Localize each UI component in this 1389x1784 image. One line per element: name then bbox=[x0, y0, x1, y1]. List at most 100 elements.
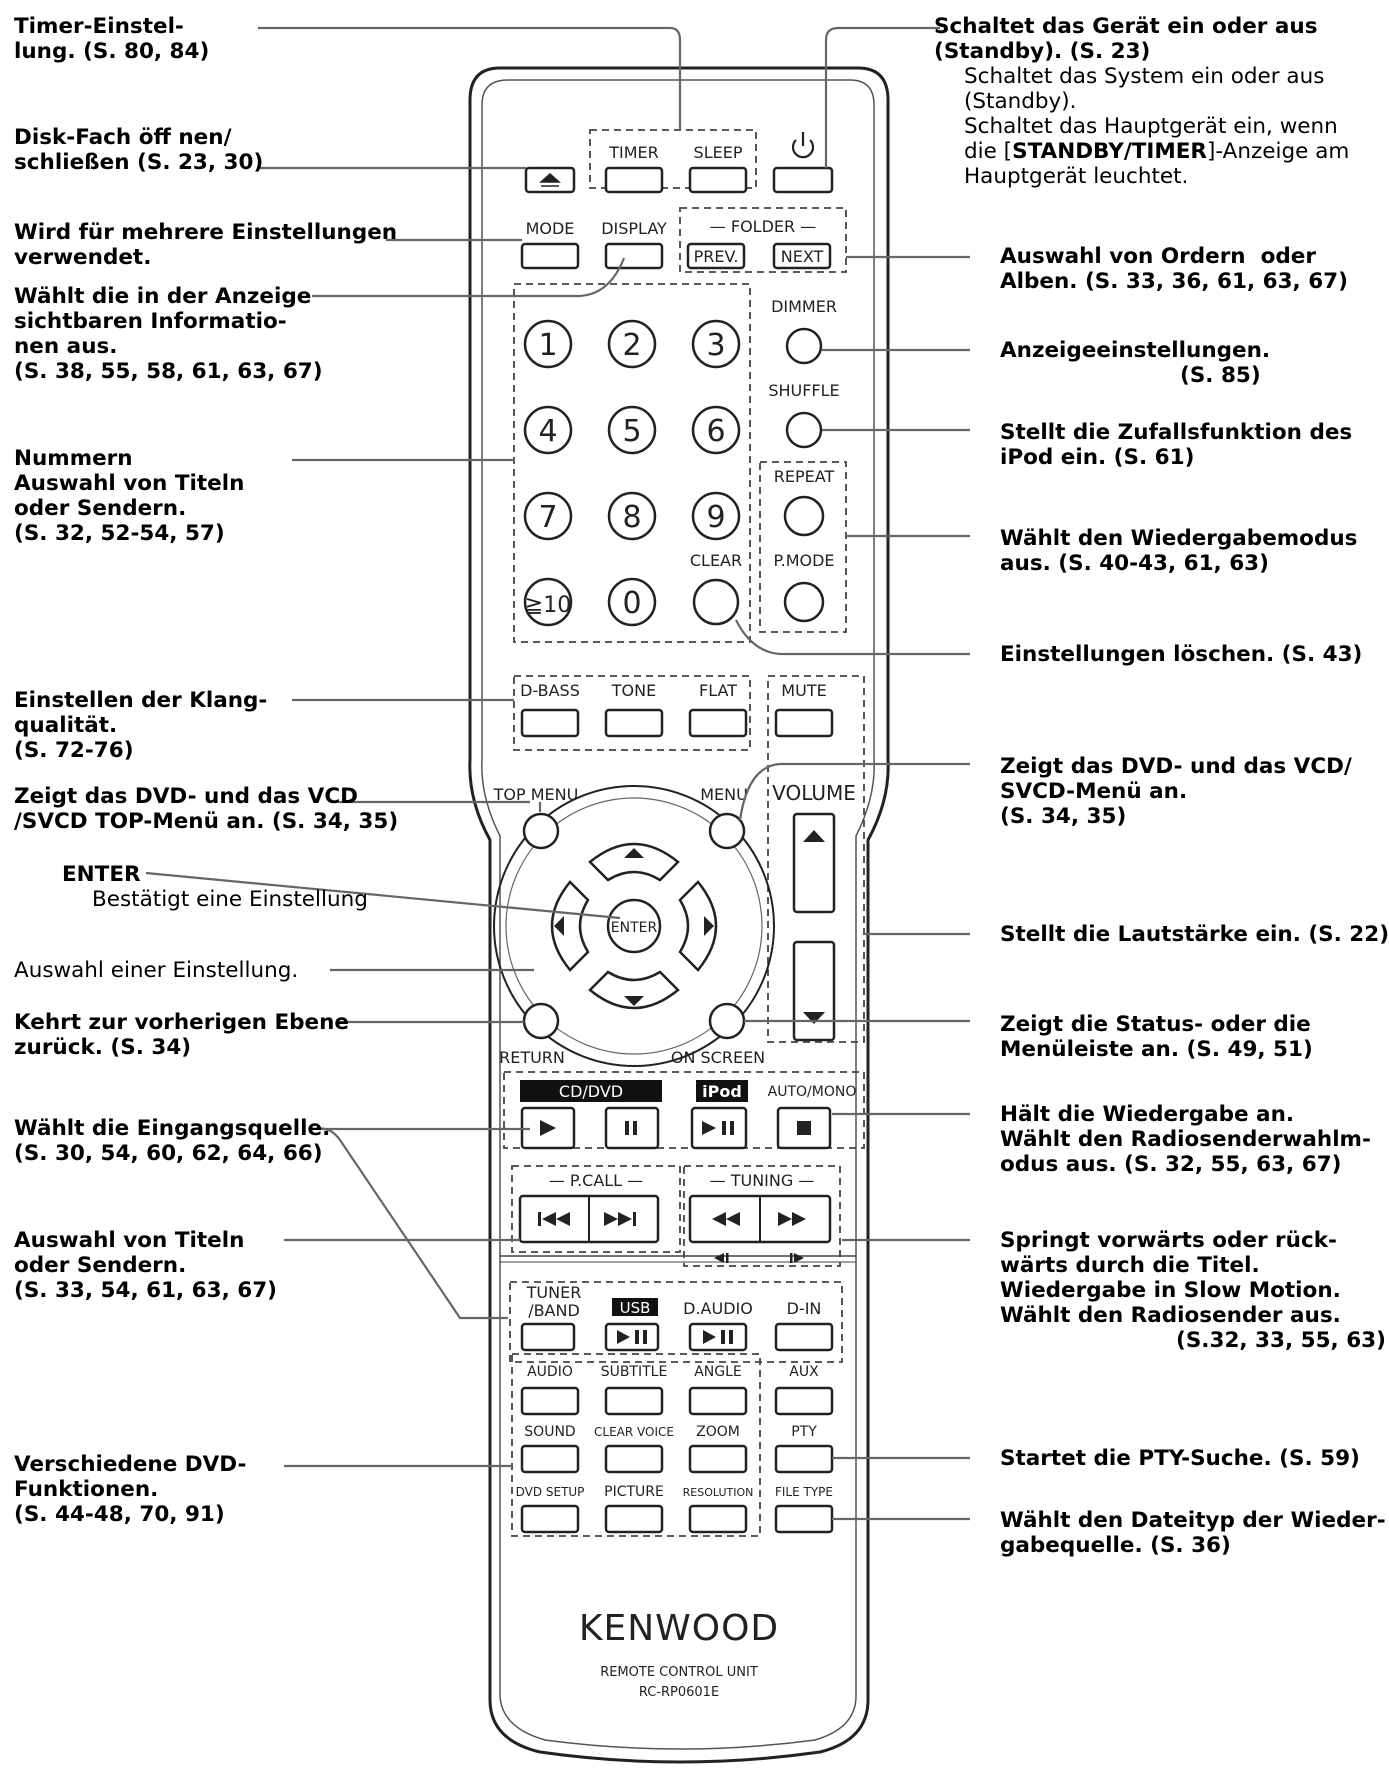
enter-button[interactable] bbox=[606, 898, 662, 954]
num-9-label: 9 bbox=[706, 500, 725, 535]
num-6-button[interactable] bbox=[691, 405, 741, 455]
annotation-on-screen: Zeigt die Status- oder die Menüleiste an… bbox=[1000, 1012, 1313, 1062]
subtitle-label: SUBTITLE bbox=[601, 1364, 668, 1380]
power-icon bbox=[791, 132, 815, 159]
usb-badge bbox=[612, 1298, 658, 1316]
num-9-button[interactable] bbox=[691, 491, 741, 541]
d-audio-play-pause-button[interactable] bbox=[688, 1322, 748, 1352]
top-menu-button[interactable] bbox=[522, 812, 560, 850]
kenwood-logo: KENWOOD bbox=[579, 1608, 779, 1649]
nav-ring-outer bbox=[493, 785, 775, 1067]
dbass-label: D-BASS bbox=[520, 681, 580, 700]
mute-button[interactable] bbox=[774, 708, 834, 738]
audio-button[interactable] bbox=[520, 1386, 580, 1416]
num-8-label: 8 bbox=[622, 500, 641, 535]
num-3-button[interactable] bbox=[691, 319, 741, 369]
annotation-mode: Wird für mehrere Einstellungen verwendet… bbox=[14, 220, 398, 270]
eject-icon bbox=[539, 172, 561, 187]
picture-button[interactable] bbox=[604, 1504, 664, 1534]
pause-button[interactable] bbox=[604, 1106, 660, 1150]
tuner-band-button[interactable] bbox=[520, 1322, 576, 1352]
num-7-button[interactable] bbox=[523, 491, 573, 541]
mode-label: MODE bbox=[526, 219, 575, 238]
dimmer-button[interactable] bbox=[785, 327, 823, 365]
on-screen-button[interactable] bbox=[708, 1002, 746, 1040]
subtitle-button[interactable] bbox=[604, 1386, 664, 1416]
menu-button[interactable] bbox=[708, 812, 746, 850]
file-type-button[interactable] bbox=[774, 1504, 834, 1534]
volume-down-icon bbox=[803, 1012, 825, 1024]
pmode-button[interactable] bbox=[783, 581, 825, 623]
zoom-button[interactable] bbox=[688, 1444, 748, 1474]
prev-folder-button[interactable] bbox=[686, 242, 746, 270]
repeat-button[interactable] bbox=[783, 495, 825, 537]
return-button[interactable] bbox=[522, 1002, 560, 1040]
volume-up-icon bbox=[803, 830, 825, 842]
slow-back-icon bbox=[714, 1253, 729, 1263]
dbass-button[interactable] bbox=[520, 708, 580, 738]
num-2-button[interactable] bbox=[607, 319, 657, 369]
num-0-button[interactable] bbox=[607, 577, 657, 627]
volume-up-button[interactable] bbox=[792, 812, 836, 914]
num-10plus-button[interactable] bbox=[523, 577, 573, 627]
volume-down-button[interactable] bbox=[792, 940, 836, 1042]
annotation-repeat: Wählt den Wiedergabemodus aus. (S. 40-43… bbox=[1000, 526, 1358, 576]
num-1-button[interactable] bbox=[523, 319, 573, 369]
num-4-button[interactable] bbox=[523, 405, 573, 455]
annotation-dvd-functions: Verschiedene DVD- Funktionen. (S. 44-48,… bbox=[14, 1452, 247, 1527]
ipod-play-pause-button[interactable] bbox=[690, 1106, 748, 1150]
aux-label: AUX bbox=[789, 1364, 819, 1380]
num-3-label: 3 bbox=[706, 328, 725, 363]
pty-button[interactable] bbox=[774, 1444, 834, 1474]
aux-button[interactable] bbox=[774, 1386, 834, 1416]
up-button[interactable] bbox=[588, 842, 680, 882]
tone-label: TONE bbox=[611, 681, 656, 700]
shuffle-button[interactable] bbox=[785, 411, 823, 449]
num-10plus-label: ≧10 bbox=[525, 593, 571, 618]
timer-button[interactable] bbox=[604, 166, 664, 194]
flat-button[interactable] bbox=[688, 708, 748, 738]
skip-back-icon bbox=[538, 1212, 570, 1226]
rewind-icon bbox=[712, 1212, 740, 1226]
flat-label: FLAT bbox=[699, 681, 737, 700]
usb-play-pause-button[interactable] bbox=[604, 1322, 660, 1352]
arrow-down-icon bbox=[624, 996, 644, 1006]
num-1-label: 1 bbox=[538, 328, 557, 363]
resolution-button[interactable] bbox=[688, 1504, 748, 1534]
audio-label: AUDIO bbox=[527, 1364, 573, 1380]
display-button[interactable] bbox=[604, 242, 664, 270]
next-folder-button[interactable] bbox=[772, 242, 832, 270]
d-in-button[interactable] bbox=[774, 1322, 834, 1352]
clear-voice-label: CLEAR VOICE bbox=[594, 1425, 674, 1439]
clear-button[interactable] bbox=[692, 578, 740, 626]
usb-play-pause-icon bbox=[617, 1330, 647, 1344]
annotation-source: Wählt die Eingangsquelle. (S. 30, 54, 60… bbox=[14, 1116, 331, 1166]
display-label: DISPLAY bbox=[601, 219, 667, 238]
sleep-button[interactable] bbox=[688, 166, 748, 194]
folder-label: — FOLDER — bbox=[710, 217, 816, 236]
annotation-titles: Auswahl von Titeln oder Sendern. (S. 33,… bbox=[14, 1228, 277, 1303]
return-label: RETURN bbox=[499, 1048, 565, 1067]
arrow-left-icon bbox=[554, 916, 564, 936]
num-5-button[interactable] bbox=[607, 405, 657, 455]
angle-label: ANGLE bbox=[694, 1364, 742, 1380]
cd-dvd-badge bbox=[520, 1080, 662, 1102]
dvd-setup-button[interactable] bbox=[520, 1504, 580, 1534]
mute-label: MUTE bbox=[781, 681, 826, 700]
annotation-pty: Startet die PTY-Suche. (S. 59) bbox=[1000, 1446, 1360, 1471]
dimmer-label: DIMMER bbox=[771, 297, 837, 316]
model-label: RC-RP0601E bbox=[639, 1685, 719, 1700]
angle-button[interactable] bbox=[688, 1386, 748, 1416]
power-button[interactable] bbox=[772, 166, 834, 194]
right-button[interactable] bbox=[678, 880, 718, 972]
volume-label: VOLUME bbox=[772, 781, 856, 805]
clear-voice-button[interactable] bbox=[604, 1444, 664, 1474]
down-button[interactable] bbox=[588, 970, 680, 1010]
mode-button[interactable] bbox=[520, 242, 580, 270]
tone-button[interactable] bbox=[604, 708, 664, 738]
num-8-button[interactable] bbox=[607, 491, 657, 541]
sound-button[interactable] bbox=[520, 1444, 580, 1474]
num-5-label: 5 bbox=[622, 414, 641, 449]
play-pause-icon bbox=[702, 1121, 734, 1135]
next-label: NEXT bbox=[781, 247, 824, 266]
